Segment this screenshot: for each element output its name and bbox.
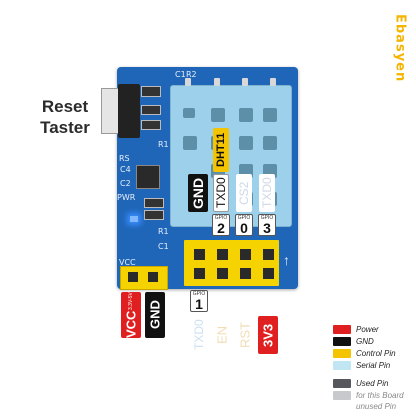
legend-unused-pin-line2: unused Pin — [356, 401, 396, 411]
board-label-c1b: C1 — [158, 242, 169, 251]
legend-label: unused Pin — [356, 401, 397, 411]
legend-swatch — [333, 360, 351, 370]
legend-label: GND — [356, 336, 374, 346]
sensor-pin — [242, 78, 248, 86]
legend-label: Serial Pin — [356, 360, 391, 370]
legend-power: Power — [333, 324, 379, 334]
gpio-small-label: GPIO — [192, 291, 206, 297]
pin-label-gnd-left: GND — [145, 292, 165, 338]
board-label-r1: R1 — [158, 140, 169, 149]
pin-label-txd0-top: TXD0 — [213, 174, 229, 212]
reset-button-label: Reset Taster — [40, 97, 90, 137]
gpio-small-label: GPIO — [214, 215, 228, 221]
legend-swatch — [333, 390, 351, 400]
board-label-r2: R2 — [186, 70, 197, 79]
board-label-rs: RS — [119, 154, 130, 163]
board-label-pwr: PWR — [117, 193, 136, 202]
legend-swatch — [333, 348, 351, 358]
gpio-number: 0 — [240, 220, 248, 236]
sensor-name-label: DHT11 — [213, 128, 229, 172]
smd-component — [141, 105, 161, 115]
pin-label-rst: RST — [236, 316, 254, 354]
gpio-number: 2 — [217, 220, 225, 236]
reset-switch[interactable] — [118, 84, 140, 138]
power-led — [130, 216, 138, 222]
up-arrow-icon: ↑ — [283, 252, 290, 268]
smd-component — [141, 120, 161, 130]
legend-label: Power — [356, 324, 379, 334]
gpio-number: 3 — [263, 220, 271, 236]
legend-label: Used Pin — [356, 378, 389, 388]
legend-control-pin: Control Pin — [333, 348, 396, 358]
pin-header — [184, 240, 279, 286]
vcc-voltage-text: 3.3V-5V — [128, 292, 134, 311]
gpio-small-label: GPIO — [260, 215, 274, 221]
legend-swatch — [333, 324, 351, 334]
board-label-vcc: VCC — [119, 258, 136, 267]
pin-label-vcc: VCC 3.3V-5V — [121, 292, 141, 338]
pin-label-gnd-top: GND — [188, 174, 208, 212]
legend-serial-pin: Serial Pin — [333, 360, 390, 370]
smd-component — [144, 198, 164, 208]
legend-used-pin: Used Pin — [333, 378, 388, 388]
pin-label-txd0-unused: TXD0 — [259, 174, 275, 212]
power-connector — [120, 266, 168, 290]
legend-swatch — [333, 378, 351, 388]
sensor-pin — [214, 78, 220, 86]
legend-swatch — [333, 336, 351, 346]
gpio-2-box: GPIO 2 — [212, 214, 230, 236]
sensor-pin — [185, 78, 191, 86]
legend-label: for this Board — [356, 390, 404, 400]
vcc-text: VCC — [123, 310, 139, 338]
board-label-c1: C1 — [175, 70, 186, 79]
smd-component — [144, 210, 164, 220]
gpio-small-label: GPIO — [237, 215, 251, 221]
gpio-0-box: GPIO 0 — [235, 214, 253, 236]
legend-gnd: GND — [333, 336, 374, 346]
pin-label-en: EN — [213, 316, 231, 354]
legend-unused-pin: for this Board — [333, 390, 404, 400]
pin-label-3v3: 3V3 — [258, 316, 278, 354]
board-label-c2: C2 — [120, 179, 131, 188]
brand-logo: Ebasyen — [392, 13, 408, 83]
smd-component — [141, 86, 161, 97]
sensor-pin — [270, 78, 276, 86]
pin-label-cs2: CS2 — [236, 174, 252, 212]
legend-label: Control Pin — [356, 348, 396, 358]
pin-label-txd0-bottom: TXD0 — [190, 316, 208, 354]
gpio-number: 1 — [195, 296, 203, 312]
chip-component — [136, 165, 160, 189]
board-label-c4: C4 — [120, 165, 131, 174]
gpio-1-box: GPIO 1 — [190, 290, 208, 312]
gpio-3-box: GPIO 3 — [258, 214, 276, 236]
board-label-r1b: R1 — [158, 227, 169, 236]
